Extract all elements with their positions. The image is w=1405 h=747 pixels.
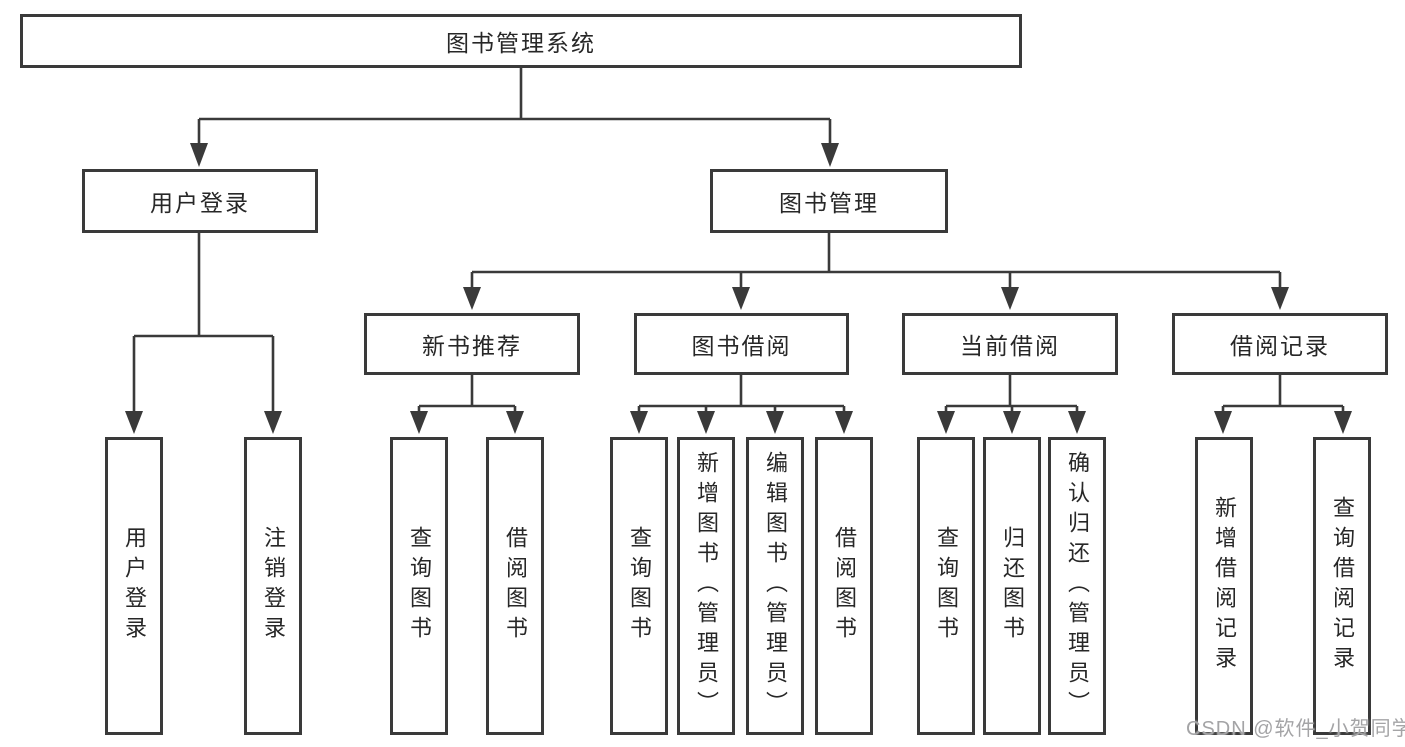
node-label: 图书管理 bbox=[779, 190, 879, 216]
connector-borrow-branch bbox=[637, 375, 846, 414]
node-borrow-records: 借阅记录 bbox=[1172, 313, 1388, 375]
leaf-label: 编辑图书（管理员） bbox=[763, 451, 788, 721]
leaf-label: 用户登录 bbox=[122, 526, 147, 646]
leaf-query-books: 查询图书 bbox=[917, 437, 975, 735]
leaf-label: 注销登录 bbox=[261, 526, 286, 646]
arrow-down-icon bbox=[506, 411, 524, 434]
arrow-down-icon bbox=[1001, 287, 1019, 310]
arrow-down-icon bbox=[697, 411, 715, 434]
leaf-label: 查询图书 bbox=[407, 526, 432, 646]
leaf-label: 查询图书 bbox=[627, 526, 652, 646]
node-label: 用户登录 bbox=[150, 190, 250, 216]
node-book-management: 图书管理 bbox=[710, 169, 948, 233]
node-label: 图书借阅 bbox=[691, 333, 792, 359]
leaf-user-login: 用户登录 bbox=[105, 437, 163, 735]
connector-login-branch bbox=[132, 233, 275, 414]
arrowheads bbox=[125, 143, 1352, 434]
leaf-query-books: 查询图书 bbox=[610, 437, 668, 735]
arrow-down-icon bbox=[410, 411, 428, 434]
leaf-add-books-admin: 新增图书（管理员） bbox=[677, 437, 735, 735]
leaf-borrow-books: 借阅图书 bbox=[815, 437, 873, 735]
leaf-logout-login: 注销登录 bbox=[244, 437, 302, 735]
arrow-down-icon bbox=[732, 287, 750, 310]
node-label: 图书管理系统 bbox=[446, 30, 596, 56]
arrow-down-icon bbox=[463, 287, 481, 310]
arrow-down-icon bbox=[835, 411, 853, 434]
arrow-down-icon bbox=[766, 411, 784, 434]
node-current-borrow: 当前借阅 bbox=[902, 313, 1118, 375]
arrow-down-icon bbox=[1334, 411, 1352, 434]
node-label: 借阅记录 bbox=[1230, 333, 1330, 359]
node-user-login: 用户登录 bbox=[82, 169, 318, 233]
arrow-down-icon bbox=[1271, 287, 1289, 310]
leaf-label: 新增借阅记录 bbox=[1212, 496, 1237, 676]
arrow-down-icon bbox=[937, 411, 955, 434]
node-book-borrow: 图书借阅 bbox=[634, 313, 849, 375]
connector-newrec-branch bbox=[417, 375, 517, 414]
node-label: 当前借阅 bbox=[960, 333, 1060, 359]
node-new-book-recommend: 新书推荐 bbox=[364, 313, 580, 375]
leaf-label: 归还图书 bbox=[1000, 526, 1025, 646]
leaf-return-books: 归还图书 bbox=[983, 437, 1041, 735]
arrow-down-icon bbox=[190, 143, 208, 167]
arrow-down-icon bbox=[821, 143, 839, 167]
leaf-borrow-books: 借阅图书 bbox=[486, 437, 544, 735]
arrow-down-icon bbox=[264, 411, 282, 434]
leaf-query-borrow-record: 查询借阅记录 bbox=[1313, 437, 1371, 735]
leaf-edit-books-admin: 编辑图书（管理员） bbox=[746, 437, 804, 735]
leaf-label: 查询借阅记录 bbox=[1330, 496, 1355, 676]
leaf-label: 借阅图书 bbox=[832, 526, 857, 646]
csdn-watermark: CSDN @软件_小贺同学 bbox=[1186, 718, 1405, 740]
connector-current-branch bbox=[944, 375, 1079, 414]
leaf-label: 借阅图书 bbox=[503, 526, 528, 646]
leaf-label: 查询图书 bbox=[934, 526, 959, 646]
leaf-query-books: 查询图书 bbox=[390, 437, 448, 735]
leaf-confirm-return-admin: 确认归还（管理员） bbox=[1048, 437, 1106, 735]
arrow-down-icon bbox=[630, 411, 648, 434]
connector-records-branch bbox=[1221, 375, 1345, 414]
leaf-add-borrow-record: 新增借阅记录 bbox=[1195, 437, 1253, 735]
node-label: 新书推荐 bbox=[422, 333, 522, 359]
arrow-down-icon bbox=[1214, 411, 1232, 434]
arrow-down-icon bbox=[125, 411, 143, 434]
arrow-down-icon bbox=[1068, 411, 1086, 434]
node-library-management-system: 图书管理系统 bbox=[20, 14, 1022, 68]
arrow-down-icon bbox=[1003, 411, 1021, 434]
leaf-label: 确认归还（管理员） bbox=[1065, 451, 1090, 721]
leaf-label: 新增图书（管理员） bbox=[694, 451, 719, 721]
connector-root-branch bbox=[197, 68, 832, 146]
connector-mgmt-branch bbox=[470, 233, 1282, 290]
